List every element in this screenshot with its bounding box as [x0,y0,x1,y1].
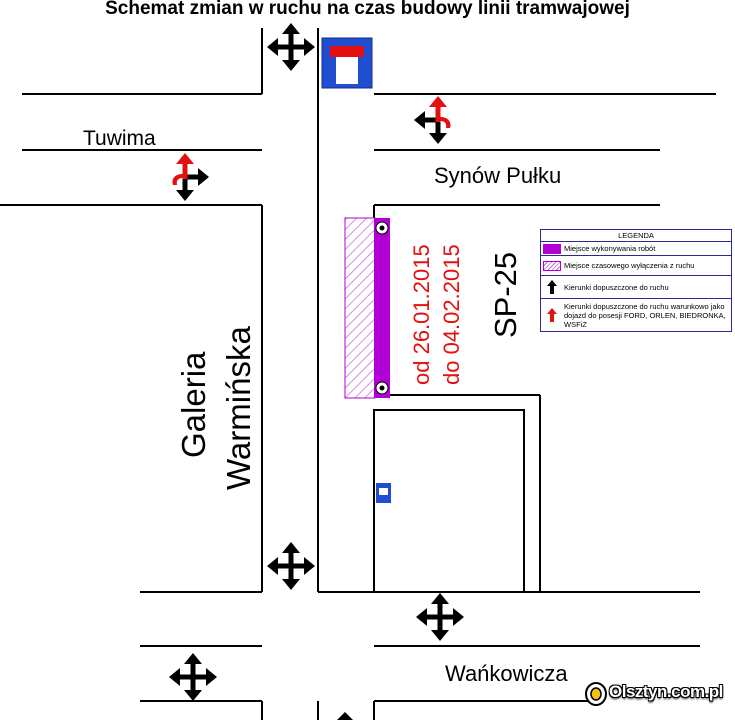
work-area-swatch [543,243,561,254]
four-way-arrow-icon [416,593,464,641]
arrow-head-icon [337,712,353,720]
legend-item-label: Miejsce wykonywania robót [564,244,656,253]
legend-item-label: Miejsce czasowego wyłączenia z ruchu [564,261,695,270]
street-label-synow-pulku: Synów Pułku [434,163,561,188]
black-arrow-icon [543,279,561,295]
legend-item-work-area: Miejsce wykonywania robót [541,242,731,256]
four-way-arrow-icon [267,542,315,590]
legend-item-allowed-directions: Kierunki dopuszczone do ruchu [541,276,731,299]
date-to-label: do 04.02.2015 [439,244,464,385]
bus-stop-icon [376,483,391,503]
street-label-galeria: Galeria [175,351,212,458]
watermark-logo: Olsztyn.com.pl [583,678,728,710]
building-block [373,409,525,593]
warning-light-icon [375,381,389,395]
road-number-label: SP-25 [488,252,523,338]
four-way-arrow-icon [169,653,217,701]
temporary-closure-area [344,217,376,399]
legend-item-temporary-closure: Miejsce czasowego wyłączenia z ruchu [541,256,731,276]
dead-end-road-sign-icon [321,37,373,89]
legend-item-conditional-directions: Kierunki dopuszczone do ruchu warunkowo … [541,299,731,331]
closure-swatch [543,260,561,271]
red-arrow-icon [543,307,561,323]
street-label-wankowicza: Wańkowicza [445,661,568,686]
page-title: Schemat zmian w ruchu na czas budowy lin… [105,0,630,19]
four-way-arrow-icon [267,23,315,71]
legend-title: LEGENDA [541,230,731,242]
street-label-tuwima: Tuwima [83,127,156,150]
watermark-text: Olsztyn.com.pl [609,682,723,701]
warning-light-icon [375,221,389,235]
legend-item-label: Kierunki dopuszczone do ruchu warunkowo … [564,301,726,329]
legend: LEGENDA Miejsce wykonywania robót Miejsc… [540,229,732,332]
conditional-direction-arrow-icon [414,96,451,144]
date-from-label: od 26.01.2015 [409,244,434,385]
conditional-direction-arrow-icon [172,153,209,201]
legend-item-label: Kierunki dopuszczone do ruchu [564,282,669,292]
street-label-warminska: Warmińska [220,326,257,490]
logo-icon [585,682,607,706]
work-area [374,218,390,398]
